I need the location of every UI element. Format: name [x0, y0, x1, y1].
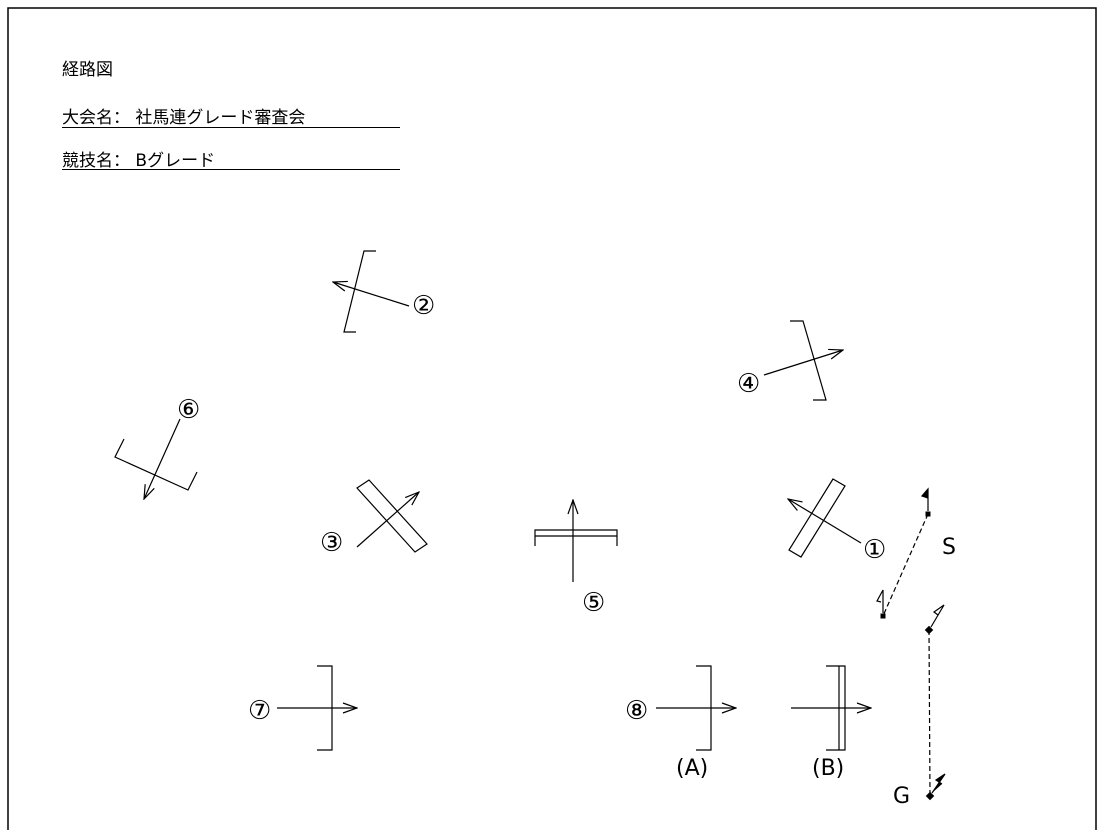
finish-marker-bottom [925, 791, 935, 801]
obstacle-1-oxer [788, 478, 846, 558]
obstacle-4-label: ④ [737, 369, 760, 399]
obstacle-4-arrow [763, 350, 843, 376]
obstacle-2-label: ② [412, 291, 435, 321]
obstacle-8-label: ⑧ [625, 696, 648, 726]
finish-marker-top [924, 625, 934, 635]
obstacle-7-label: ⑦ [248, 696, 271, 726]
start-line-dashes [882, 513, 929, 617]
obstacle-5-label: ⑤ [582, 588, 605, 618]
obstacle-1-label: ① [863, 535, 886, 565]
class-name-underline [62, 169, 400, 170]
obstacle-6-label: ⑥ [177, 395, 200, 425]
finish-flag-top [930, 604, 945, 628]
event-name-underline [62, 127, 400, 128]
finish-line: G [893, 604, 946, 809]
obstacle-7: ⑦ [248, 665, 357, 751]
obstacle-2-arrow [333, 282, 410, 307]
page-border [7, 7, 1097, 830]
obstacle-3: ③ [320, 479, 428, 558]
obstacle-2-fence [343, 250, 376, 333]
obstacle-1-arrow [788, 499, 862, 544]
obstacle-8: ⑧ (A) (B) [625, 665, 871, 781]
obstacle-8b-label: (B) [812, 756, 844, 781]
finish-line-dashes [928, 629, 931, 796]
start-label: S [942, 535, 956, 560]
obstacle-4-fence [790, 320, 827, 401]
obstacle-1: ① [788, 478, 886, 565]
obstacle-3-label: ③ [320, 528, 343, 558]
obstacle-4: ④ [737, 320, 843, 401]
finish-flag-bottom [931, 773, 946, 794]
obstacle-5: ⑤ [534, 500, 618, 618]
start-line: S [876, 487, 956, 619]
event-name: 大会名： 社馬連グレード審査会 [62, 108, 306, 128]
finish-label: G [893, 784, 910, 809]
obstacle-6-arrow [144, 418, 181, 499]
obstacle-3-arrow [356, 492, 419, 548]
start-marker-bottom [880, 613, 886, 619]
obstacle-5-oxer [534, 529, 618, 546]
obstacle-6-fence [114, 438, 198, 491]
obstacle-2: ② [333, 250, 435, 333]
obstacle-8a-label: (A) [676, 756, 708, 781]
obstacle-3-oxer [356, 479, 428, 553]
start-flag-bottom [876, 589, 884, 613]
start-marker-top [925, 511, 931, 517]
page-title: 経路図 [62, 60, 113, 80]
obstacle-6: ⑥ [114, 395, 200, 499]
class-name: 競技名： Bグレード [62, 151, 216, 171]
start-flag-top [920, 487, 929, 511]
